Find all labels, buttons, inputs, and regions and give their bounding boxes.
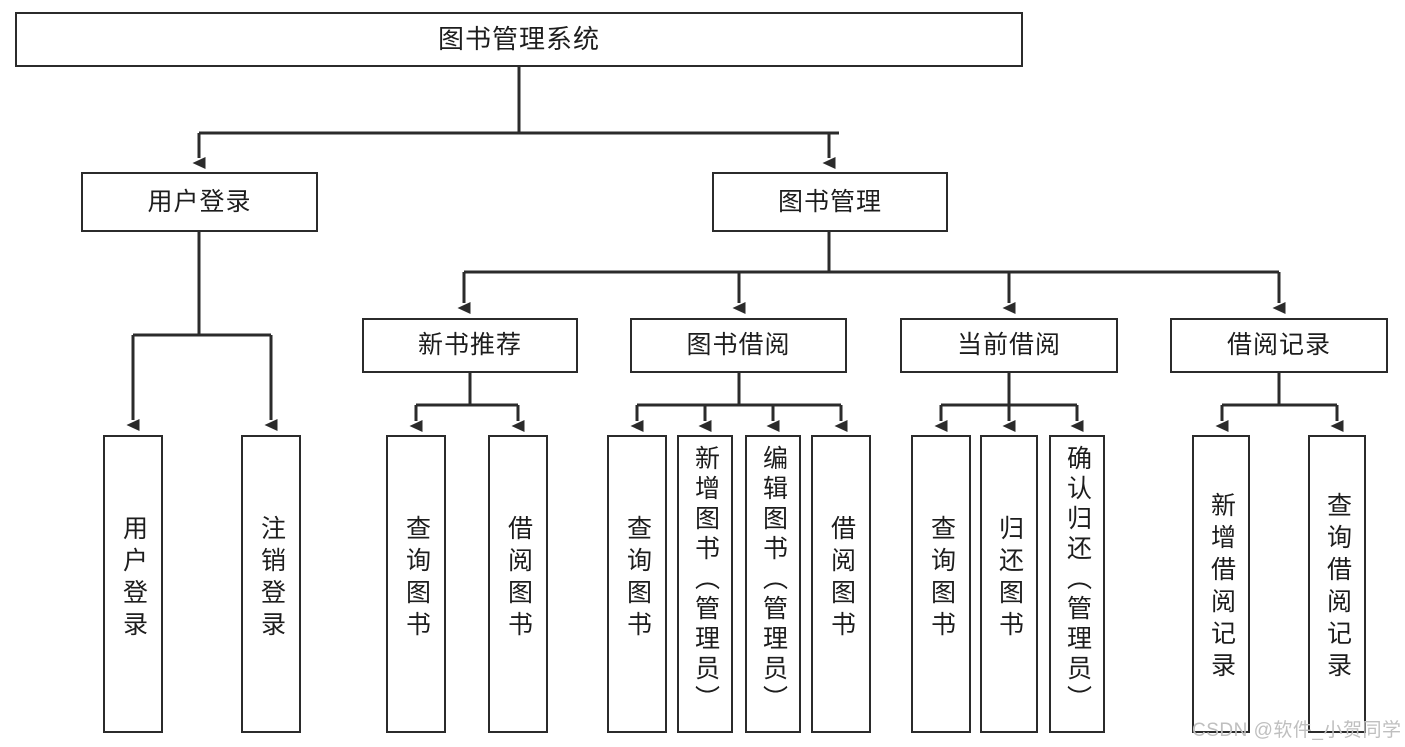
node-label: 用户登录	[119, 515, 148, 643]
leaf-query-book-borrow[interactable]: 查询图书	[607, 435, 667, 733]
node-label: 借阅记录	[1226, 331, 1331, 360]
leaf-edit-book-admin[interactable]: 编辑图书（管理员）	[745, 435, 801, 733]
node-label: 查询图书	[402, 515, 431, 643]
node-book-borrow[interactable]: 图书借阅	[630, 318, 847, 373]
leaf-borrow-book-recommend[interactable]: 借阅图书	[488, 435, 548, 733]
node-label: 图书借阅	[686, 331, 791, 360]
node-current-borrow[interactable]: 当前借阅	[900, 318, 1118, 373]
node-label: 查询图书	[623, 515, 652, 643]
csdn-watermark: CSDN @软件_小贺同学	[1192, 720, 1402, 741]
node-root[interactable]: 图书管理系统	[15, 12, 1023, 67]
node-label: 注销登录	[257, 515, 286, 643]
leaf-logout[interactable]: 注销登录	[241, 435, 301, 733]
node-new-book-recommend[interactable]: 新书推荐	[362, 318, 578, 373]
node-label: 编辑图书（管理员）	[759, 445, 788, 715]
leaf-query-borrow-record[interactable]: 查询借阅记录	[1308, 435, 1366, 733]
node-label: 用户登录	[147, 187, 252, 216]
leaf-add-book-admin[interactable]: 新增图书（管理员）	[677, 435, 733, 733]
node-label: 新增图书（管理员）	[691, 445, 720, 715]
node-label: 当前借阅	[956, 331, 1061, 360]
leaf-borrow-book[interactable]: 借阅图书	[811, 435, 871, 733]
node-borrow-record[interactable]: 借阅记录	[1170, 318, 1388, 373]
node-label: 借阅图书	[504, 515, 533, 643]
node-label: 借阅图书	[827, 515, 856, 643]
node-book-management[interactable]: 图书管理	[712, 172, 948, 232]
node-user-login[interactable]: 用户登录	[81, 172, 318, 232]
leaf-confirm-return-admin[interactable]: 确认归还（管理员）	[1049, 435, 1105, 733]
node-label: 确认归还（管理员）	[1063, 445, 1092, 715]
leaf-add-borrow-record[interactable]: 新增借阅记录	[1192, 435, 1250, 733]
node-label: 图书管理	[777, 187, 882, 216]
leaf-query-book-recommend[interactable]: 查询图书	[386, 435, 446, 733]
node-label: 图书管理系统	[437, 23, 600, 54]
node-label: 新书推荐	[417, 331, 522, 360]
leaf-user-login[interactable]: 用户登录	[103, 435, 163, 733]
leaf-return-book[interactable]: 归还图书	[980, 435, 1038, 733]
node-label: 查询图书	[927, 515, 956, 643]
node-label: 查询借阅记录	[1323, 492, 1352, 684]
node-label: 归还图书	[995, 515, 1024, 643]
leaf-query-book-current[interactable]: 查询图书	[911, 435, 971, 733]
node-label: 新增借阅记录	[1207, 492, 1236, 684]
